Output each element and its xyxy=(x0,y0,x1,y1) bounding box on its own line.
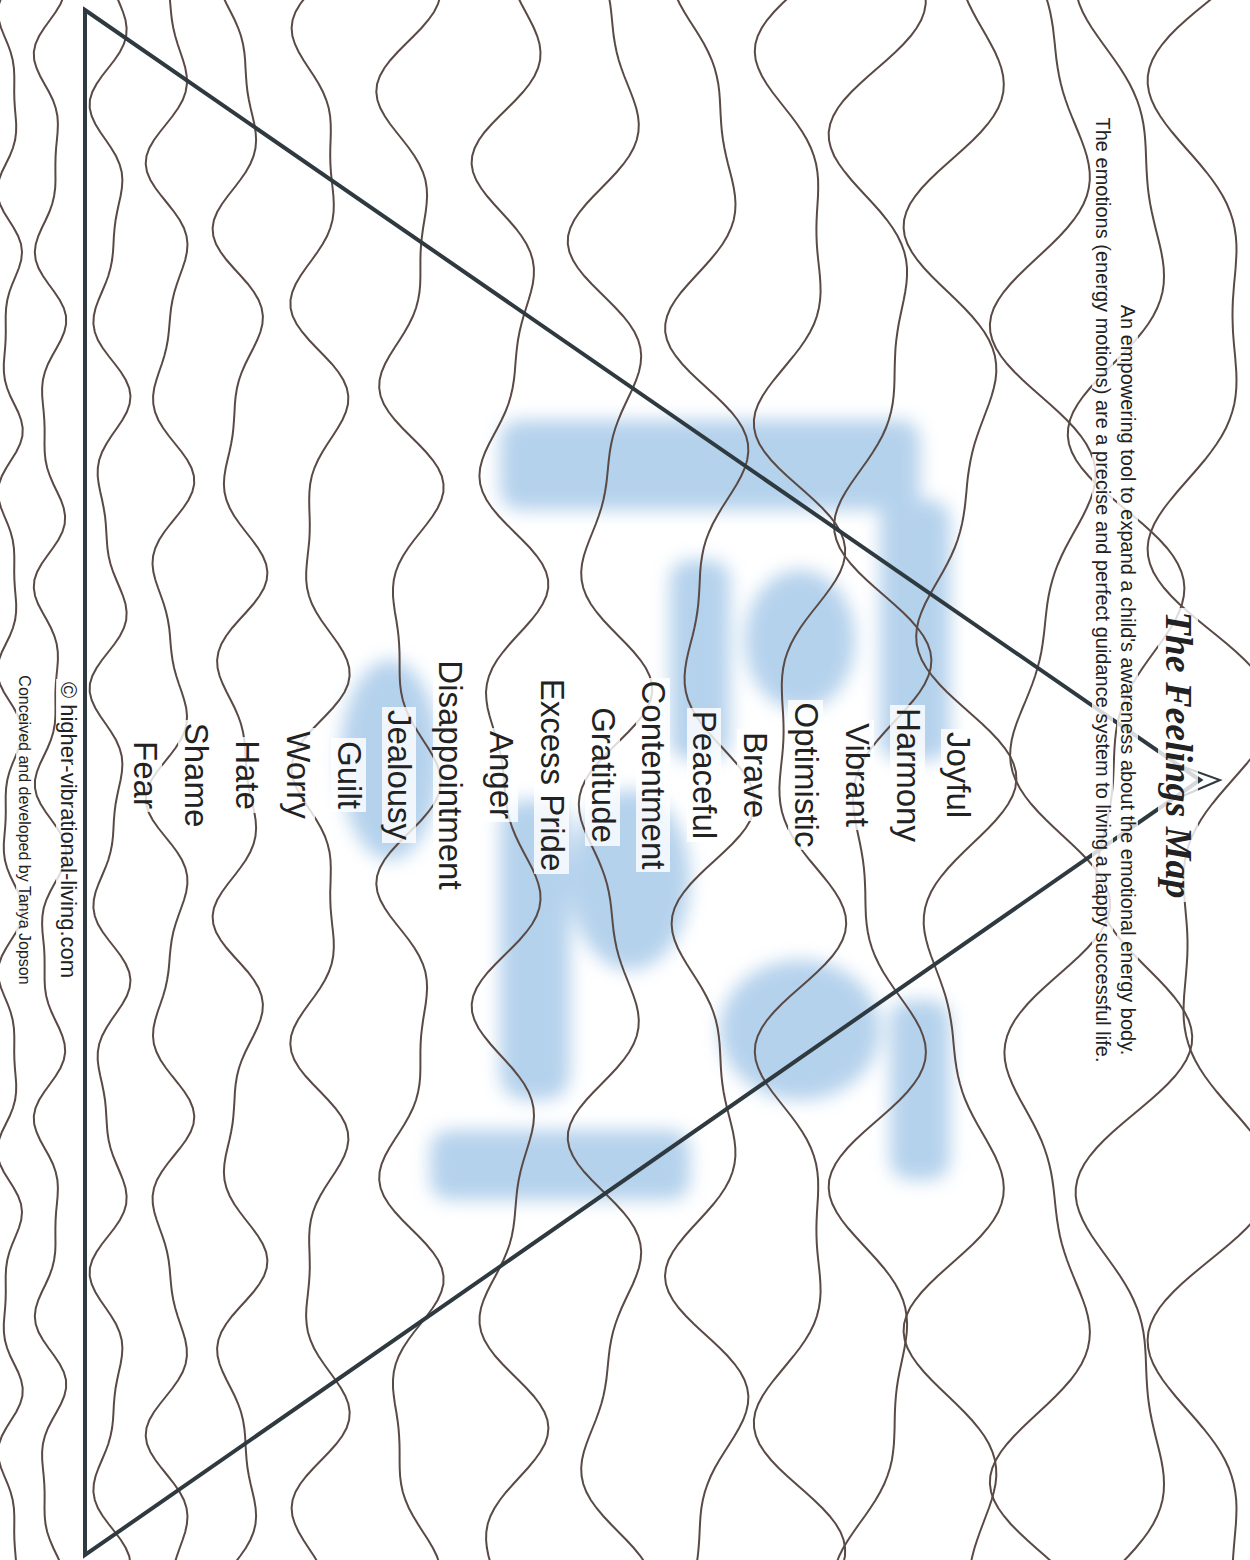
emotion-label: Joyful xyxy=(941,729,976,821)
emotion-label: Disappointment xyxy=(433,657,468,892)
emotion-label: Peaceful xyxy=(687,708,722,842)
subtitle: An empowering tool to expand a child's a… xyxy=(1118,302,1139,1059)
wave-line xyxy=(829,0,932,1560)
wave-line xyxy=(213,0,268,1560)
blue-illustration xyxy=(340,420,950,1200)
emotion-label: Worry xyxy=(280,728,315,821)
wave-line xyxy=(90,0,131,1560)
emotion-label: Gratitude xyxy=(585,704,620,846)
emotion-label: Contentment xyxy=(636,678,671,873)
emotion-label: Excess Pride xyxy=(534,676,569,875)
emotion-label: Fear xyxy=(128,738,163,812)
emotion-label: Shame xyxy=(179,720,214,831)
credit-note: Conceived and developed by Tanya Jopson xyxy=(16,672,33,987)
emotion-label: Vibrant xyxy=(839,720,874,830)
emotion-label: Optimistic xyxy=(788,700,823,851)
map-title: The Feelings Map xyxy=(1158,608,1198,901)
copyright-note: © higher-vibrational-living.com xyxy=(56,679,79,981)
triangle-outline xyxy=(85,10,1200,1555)
emotion-label: Jealousy xyxy=(382,707,417,843)
emotion-label: Hate xyxy=(229,737,264,813)
emotion-label: Brave xyxy=(737,729,772,821)
subtitle: The emotions (energy motions) are a prec… xyxy=(1093,115,1114,1066)
emotion-label: Guilt xyxy=(331,738,366,812)
emotion-label: Harmony xyxy=(890,705,925,845)
emotion-label: Anger xyxy=(483,728,518,822)
